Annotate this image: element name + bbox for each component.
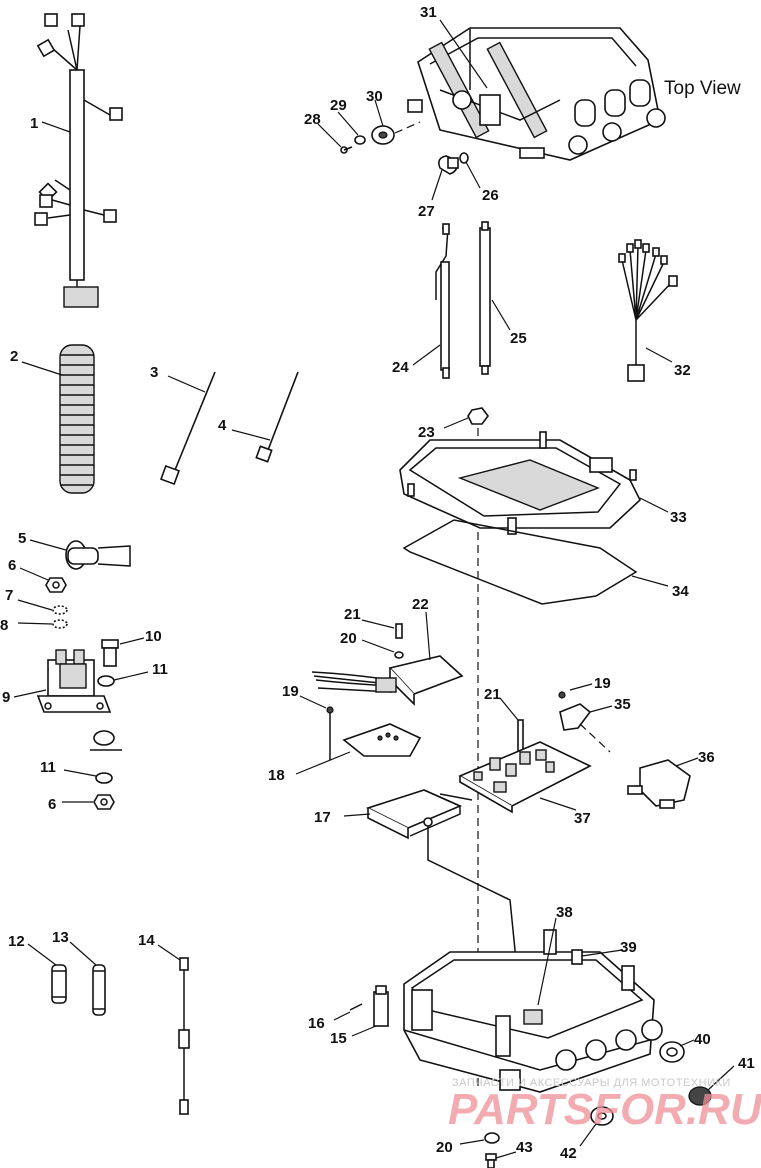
callout-41: 41 (738, 1055, 755, 1072)
solenoid (36, 649, 122, 751)
box-lid (399, 431, 641, 535)
fuse-13 (92, 964, 106, 1016)
callout-26: 26 (482, 187, 499, 204)
screw-43 (485, 1153, 497, 1168)
callout-24: 24 (392, 359, 409, 376)
callout-10: 10 (145, 628, 162, 645)
callout-37: 37 (574, 810, 591, 827)
callout-7: 7 (5, 587, 13, 604)
cable-25 (479, 221, 491, 375)
screw-19-right (558, 691, 566, 699)
callout-33: 33 (670, 509, 687, 526)
callout-22: 22 (412, 596, 429, 613)
screw-21-upper (395, 623, 403, 639)
callout-15: 15 (330, 1030, 347, 1047)
fuse-holder-wire (178, 957, 190, 1115)
callout-23: 23 (418, 424, 435, 441)
callout-4: 4 (218, 417, 227, 434)
callout-8: 8 (0, 617, 8, 634)
callout-29: 29 (330, 97, 347, 114)
nut-upper (45, 577, 67, 593)
lid-gasket (402, 519, 638, 605)
grommet-40 (659, 1041, 685, 1063)
callout-9: 9 (2, 689, 10, 706)
callout-19a: 19 (282, 683, 299, 700)
callout-43: 43 (516, 1139, 533, 1156)
callout-30: 30 (366, 88, 383, 105)
cap-27 (438, 155, 459, 175)
bolt-10 (101, 639, 119, 667)
cable-24 (435, 223, 450, 379)
callout-42: 42 (560, 1145, 577, 1162)
callout-19b: 19 (594, 675, 611, 692)
washer-29 (354, 135, 366, 145)
screw-19-left (326, 706, 334, 714)
wiring-harness (34, 13, 123, 308)
callout-6a: 6 (8, 557, 16, 574)
nut-lower (93, 794, 115, 810)
box-top-view (407, 27, 666, 161)
watermark-tagline: ЗАПЧАСТИ И АКСЕССУАРЫ ДЛЯ МОТОТЕХНИКИ (452, 1077, 731, 1089)
callout-5: 5 (18, 530, 26, 547)
callout-39: 39 (620, 939, 637, 956)
relay-36 (627, 759, 691, 809)
callout-16: 16 (308, 1015, 325, 1032)
clamp-26 (459, 152, 469, 164)
grommet-42 (590, 1106, 614, 1126)
callout-18: 18 (268, 767, 285, 784)
callout-32: 32 (674, 362, 691, 379)
cable-tie-short (255, 371, 299, 463)
callout-35: 35 (614, 696, 631, 713)
clip-15 (373, 985, 389, 1027)
pigtail-harness-32 (618, 239, 678, 382)
callout-31: 31 (420, 4, 437, 21)
callout-14: 14 (138, 932, 155, 949)
cap-41 (688, 1086, 712, 1106)
callout-27: 27 (418, 203, 435, 220)
callout-17: 17 (314, 809, 331, 826)
bracket-18 (342, 723, 422, 757)
callout-21b: 21 (484, 686, 501, 703)
bracket-35 (559, 703, 592, 731)
fuse-12 (51, 964, 67, 1004)
screw-28 (340, 146, 353, 154)
callout-1: 1 (30, 115, 38, 132)
top-view-label: Top View (664, 78, 741, 99)
callout-28: 28 (304, 111, 321, 128)
callout-34: 34 (672, 583, 689, 600)
callout-3: 3 (150, 364, 158, 381)
nut-23 (467, 407, 489, 425)
callout-2: 2 (10, 348, 18, 365)
callout-11b: 11 (40, 759, 56, 776)
washer-7 (52, 605, 68, 615)
grommet-30 (371, 125, 395, 145)
cdi-module-22 (311, 655, 464, 706)
washer-8 (52, 619, 68, 629)
callout-21a: 21 (344, 606, 361, 623)
washer-11-lower (95, 772, 113, 784)
cable-tie-long (160, 371, 216, 485)
watermark-brand: PARTSFOR.RU (448, 1085, 761, 1134)
washer-20-upper (394, 651, 404, 659)
washer-20-lower (484, 1132, 500, 1144)
box-base-39 (403, 929, 663, 1093)
regulator-17 (365, 789, 473, 840)
callout-38: 38 (556, 904, 573, 921)
callout-12: 12 (8, 933, 25, 950)
callout-36: 36 (698, 749, 715, 766)
callout-11a: 11 (152, 661, 168, 678)
callout-20a: 20 (340, 630, 357, 647)
callout-20b: 20 (436, 1139, 453, 1156)
callout-13: 13 (52, 929, 69, 946)
callout-6b: 6 (48, 796, 56, 813)
terminal-boot (65, 540, 131, 570)
pin-16 (349, 1003, 363, 1011)
washer-11-upper (97, 675, 115, 687)
callout-25: 25 (510, 330, 527, 347)
callout-40: 40 (694, 1031, 711, 1048)
circuit-board-37 (458, 741, 592, 814)
convoluted-tubing (59, 344, 95, 494)
